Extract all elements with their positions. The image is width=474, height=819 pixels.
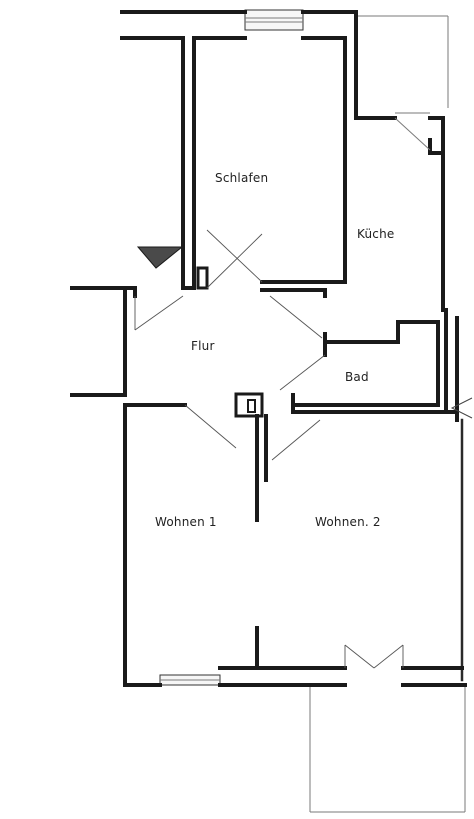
room-label-wohnen-2: Wohnen. 2	[315, 515, 381, 529]
room-label-schlafen: Schlafen	[215, 171, 269, 185]
room-label-kueche: Küche	[357, 227, 395, 241]
room-label-bad: Bad	[345, 370, 369, 384]
window-top	[244, 9, 304, 31]
balcony-top-right	[355, 15, 449, 108]
room-label-flur: Flur	[191, 339, 215, 353]
marker-triangle-icon	[136, 246, 184, 269]
balcony-bottom	[309, 685, 466, 813]
room-label-wohnen-1: Wohnen 1	[155, 515, 217, 529]
walls	[70, 10, 467, 687]
arrow-marker-icon	[450, 397, 473, 419]
door-swings	[134, 112, 431, 669]
